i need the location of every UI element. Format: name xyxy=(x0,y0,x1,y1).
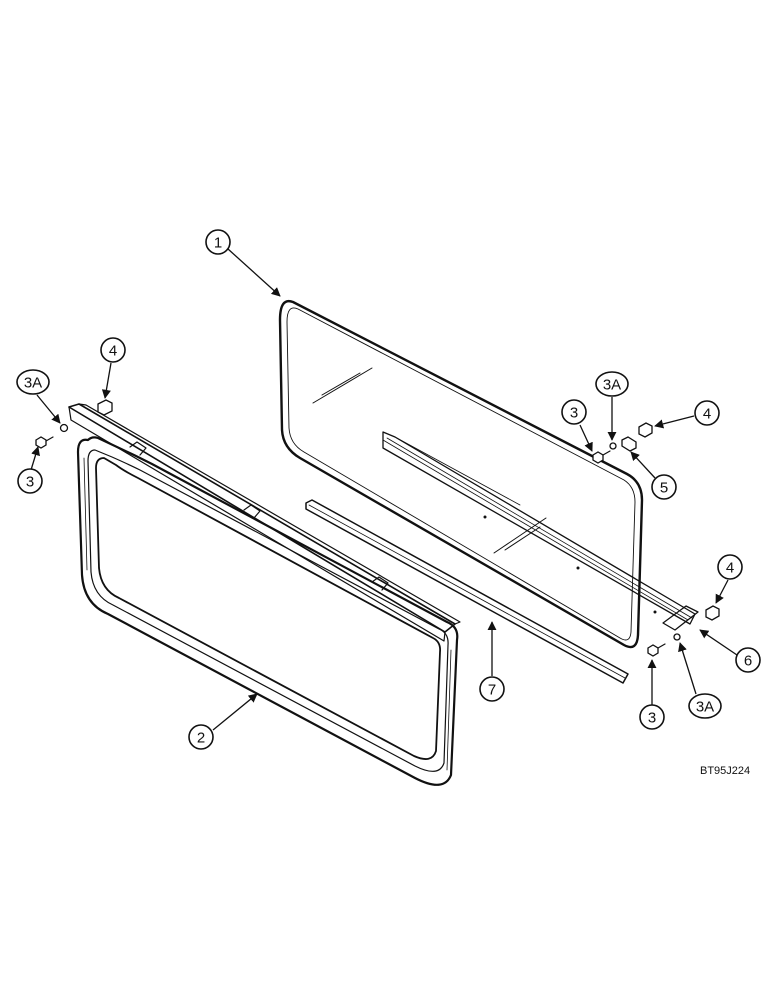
left-hardware xyxy=(35,399,113,449)
right-bottom-hardware xyxy=(647,605,720,657)
nut-4-right-top xyxy=(638,422,653,438)
bolt-3-right-top xyxy=(592,451,604,464)
glass-channel-rail xyxy=(382,431,696,625)
lock-washer-3a-right-bottom xyxy=(673,633,681,641)
svg-text:3A: 3A xyxy=(696,699,714,716)
svg-text:5: 5 xyxy=(660,480,668,497)
callout-3-right-bottom: 3 xyxy=(639,704,665,730)
lock-washer-3a-right-top xyxy=(609,442,617,450)
glass-panel xyxy=(278,299,644,649)
callout-3a-right-top: 3A xyxy=(595,371,629,397)
svg-text:4: 4 xyxy=(726,560,734,577)
callout-6: 6 xyxy=(735,647,761,673)
svg-text:4: 4 xyxy=(109,343,117,360)
svg-text:4: 4 xyxy=(703,406,711,423)
bolt-3-right-bottom xyxy=(647,644,659,657)
bolt-3-left xyxy=(35,436,47,449)
svg-text:3: 3 xyxy=(648,710,656,727)
nut-4-right-bottom xyxy=(705,605,720,621)
callout-3a-right-bottom: 3A xyxy=(688,693,722,719)
callout-5: 5 xyxy=(651,474,677,500)
leader-lines xyxy=(30,248,738,731)
svg-text:3A: 3A xyxy=(603,377,621,394)
svg-text:7: 7 xyxy=(488,682,496,699)
svg-text:2: 2 xyxy=(197,730,205,747)
callout-3-right-top: 3 xyxy=(561,399,587,425)
reference-code: BT95J224 xyxy=(700,765,750,777)
callout-3-left: 3 xyxy=(17,468,43,494)
callout-1: 1 xyxy=(205,229,231,255)
callout-4-right-bottom: 4 xyxy=(717,554,743,580)
clip-5 xyxy=(621,436,637,452)
svg-text:6: 6 xyxy=(744,653,752,670)
svg-text:1: 1 xyxy=(214,235,222,252)
window-frame xyxy=(68,403,461,786)
svg-text:3: 3 xyxy=(26,474,34,491)
bracket-6 xyxy=(662,605,699,631)
callout-7: 7 xyxy=(479,676,505,702)
callout-4-left: 4 xyxy=(100,337,126,363)
callout-3a-left: 3A xyxy=(16,369,50,395)
svg-text:3A: 3A xyxy=(24,375,42,392)
seal-strip xyxy=(305,499,629,684)
nut-4-left xyxy=(97,399,113,416)
svg-text:3: 3 xyxy=(570,405,578,422)
callout-4-right-top: 4 xyxy=(694,400,720,426)
right-top-hardware xyxy=(592,422,653,464)
callout-2: 2 xyxy=(188,724,214,750)
lock-washer-3a-left xyxy=(59,423,69,433)
